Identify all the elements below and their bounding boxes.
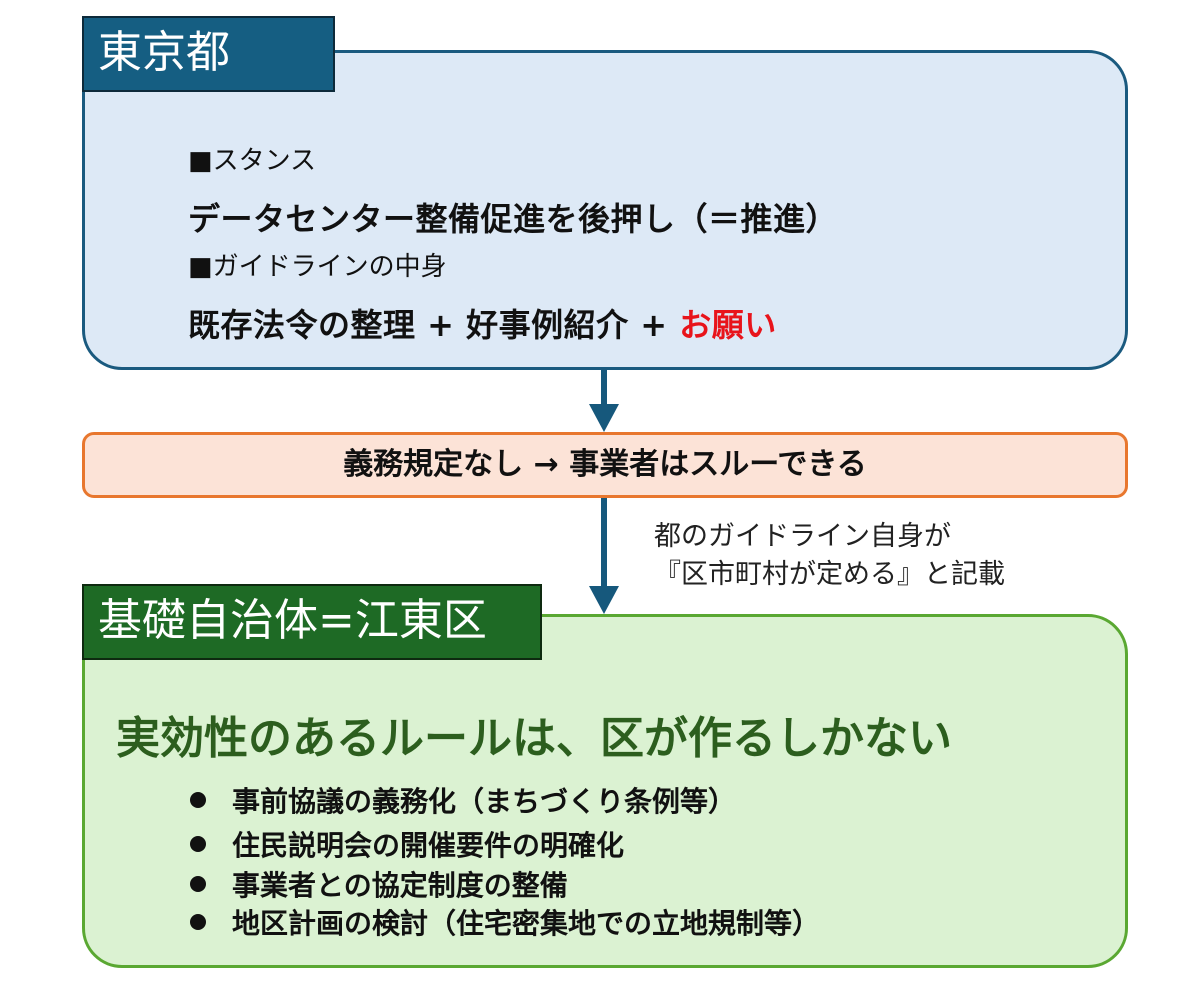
koto-title: 実効性のあるルールは、区が作るしかない <box>116 713 952 764</box>
bullet-text: 事前協議の義務化（まちづくり条例等） <box>232 785 737 818</box>
arrow-2-head-icon <box>589 586 619 614</box>
koto-label: 基礎自治体=江東区 <box>82 584 542 660</box>
bullet-icon <box>190 914 206 930</box>
bullet-icon <box>190 792 206 808</box>
arrow-1-head-icon <box>589 404 619 432</box>
bullet-item: 住民説明会の開催要件の明確化 <box>190 824 624 864</box>
arrow-2-line <box>601 498 607 588</box>
bullet-icon <box>190 836 206 852</box>
guideline-highlight: お願い <box>679 306 777 344</box>
arrow-note: 都のガイドライン自身が 『区市町村が定める』と記載 <box>654 518 1005 594</box>
stance-heading: ■スタンス <box>188 146 317 176</box>
guideline-heading: ■ガイドラインの中身 <box>188 252 447 282</box>
bullet-item: 事前協議の義務化（まちづくり条例等） <box>190 780 736 820</box>
note-line-2: 『区市町村が定める』と記載 <box>654 559 1005 590</box>
guideline-text: 既存法令の整理 + 好事例紹介 + お願い <box>188 300 777 346</box>
bullet-text: 事業者との協定制度の整備 <box>232 869 568 902</box>
note-line-1: 都のガイドライン自身が <box>654 521 951 552</box>
stance-text: データセンター整備促進を後押し（＝推進） <box>188 200 839 238</box>
tokyo-panel <box>82 50 1128 370</box>
bullet-item: 事業者との協定制度の整備 <box>190 864 568 904</box>
bullet-text: 住民説明会の開催要件の明確化 <box>232 829 625 862</box>
tokyo-label: 東京都 <box>82 16 335 92</box>
koto-panel <box>82 614 1128 968</box>
guideline-items: 既存法令の整理 + 好事例紹介 + <box>188 306 680 344</box>
bullet-item: 地区計画の検討（住宅密集地での立地規制等） <box>190 902 820 942</box>
no-obligation-panel: 義務規定なし → 事業者はスルーできる <box>82 432 1128 498</box>
bullet-text: 地区計画の検討（住宅密集地での立地規制等） <box>232 907 821 940</box>
arrow-1-line <box>601 370 607 406</box>
bullet-icon <box>190 876 206 892</box>
